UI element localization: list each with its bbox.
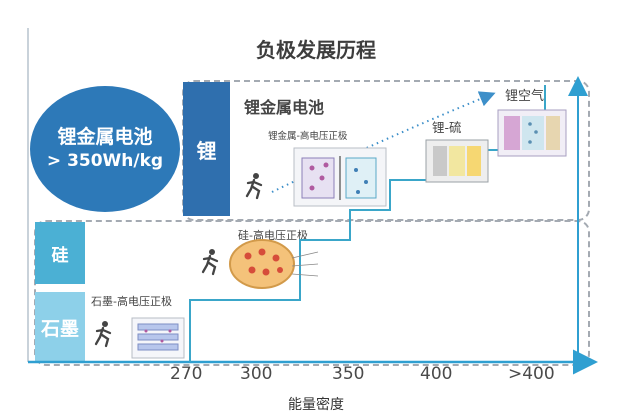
circle-title: 锂金属电池 (57, 126, 153, 149)
graphite-subtitle: 石墨-高电压正极 (91, 295, 172, 308)
diagram-title: 负极发展历程 (256, 38, 376, 62)
x-axis-label: 能量密度 (288, 397, 344, 413)
x-tick-350: 350 (332, 364, 365, 384)
x-tick-270: 270 (170, 364, 203, 384)
lithium-metal-subtitle: 锂金属-高电压正极 (268, 131, 348, 142)
li-s-label: 锂-硫 (432, 120, 462, 135)
graphite-label: 石墨 (35, 292, 85, 362)
lithium-label: 锂 (183, 82, 230, 216)
x-tick-gt400: >400 (508, 364, 555, 384)
runner-icon (201, 249, 219, 276)
silicon-subtitle: 硅-高电压正极 (238, 229, 308, 242)
battery-icon (497, 109, 567, 157)
lithium-metal-title: 锂金属电池 (244, 98, 325, 117)
lithium-metal-circle: 锂金属电池 > 350Wh/kg (30, 86, 180, 212)
battery-icon (425, 139, 489, 183)
circle-energy: > 350Wh/kg (46, 150, 164, 171)
cell-diagram-icon (131, 317, 185, 359)
x-tick-400: 400 (420, 364, 453, 384)
x-tick-300: 300 (240, 364, 273, 384)
silicon-label: 硅 (35, 222, 85, 284)
runner-icon (245, 173, 263, 200)
staircase-line (189, 85, 546, 362)
cell-diagram-icon (293, 147, 387, 207)
li-air-label: 锂空气 (505, 89, 545, 104)
runner-icon (94, 321, 112, 348)
pizza-anode-icon (229, 239, 319, 289)
